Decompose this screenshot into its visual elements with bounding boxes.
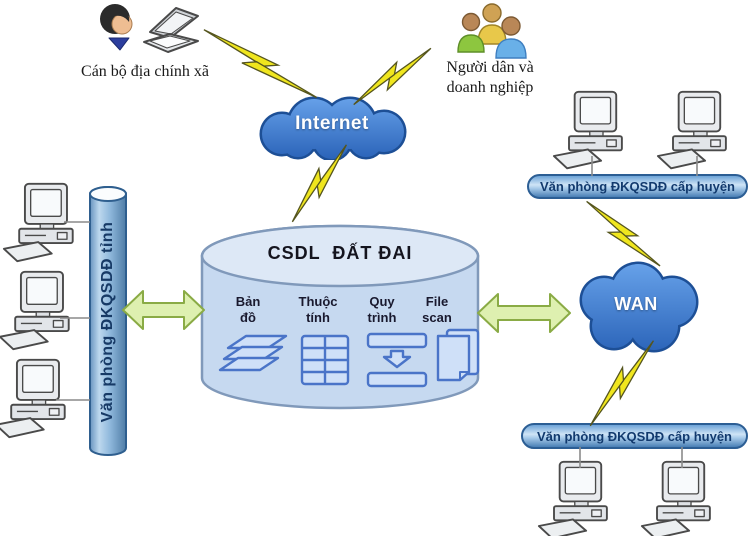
district-office-bar-bottom: Văn phòng ĐKQSDĐ cấp huyện [521,423,748,449]
data-flow-arrow-province-db [122,290,205,330]
internet-cloud-label: Internet [295,113,369,134]
computer-icon [656,90,727,170]
db-item-filescan: File scan [406,294,468,326]
db-item-attributes-line2: tính [306,310,330,325]
db-item-filescan-line1: File [425,294,449,309]
computer-icon [537,460,608,536]
db-item-map-line2: đồ [240,310,256,325]
workflow-icon [366,332,428,388]
land-database-cylinder [200,224,480,410]
district-office-bar-top: Văn phòng ĐKQSDĐ cấp huyện [527,174,748,199]
wan-cloud-label: WAN [614,294,658,314]
internet-cloud-body [262,99,404,159]
db-title: CSDL ĐẤT ĐAI [267,243,413,263]
attribute-table-icon [300,334,350,386]
db-item-workflow-line1: Quy [369,294,395,309]
laptop-icon [143,7,199,53]
db-item-workflow-line2: trình [367,310,397,325]
commune-officer-label: Cán bộ địa chính xã [81,63,209,80]
computer-icon [640,460,711,536]
province-bar-cap [89,186,127,202]
db-item-filescan-line2: scan [422,310,452,325]
computer-icon [0,358,66,439]
map-layers-icon [218,334,288,372]
person-icon [99,3,133,51]
db-item-attributes: Thuộc tính [284,294,352,326]
province-office-label: Văn phòng ĐKQSDĐ tỉnh [99,221,116,423]
computer-icon [2,182,74,263]
db-item-workflow: Quy trình [350,294,414,326]
province-office-bar [89,186,127,456]
scanned-files-icon [436,328,480,382]
citizens-label-line2: doanh nghiệp [446,79,534,96]
computer-icon [0,270,70,351]
db-item-map-line1: Bản [235,294,261,309]
db-item-map: Bản đồ [214,294,282,326]
internet-cloud [259,96,407,160]
citizens-group-icon [457,3,527,59]
db-item-attributes-line1: Thuộc [298,294,338,309]
computer-icon [552,90,623,170]
citizens-label: Người dân và doanh nghiệp [432,58,548,98]
data-flow-arrow-db-wan [477,293,571,333]
citizens-label-line1: Người dân và [446,59,534,76]
